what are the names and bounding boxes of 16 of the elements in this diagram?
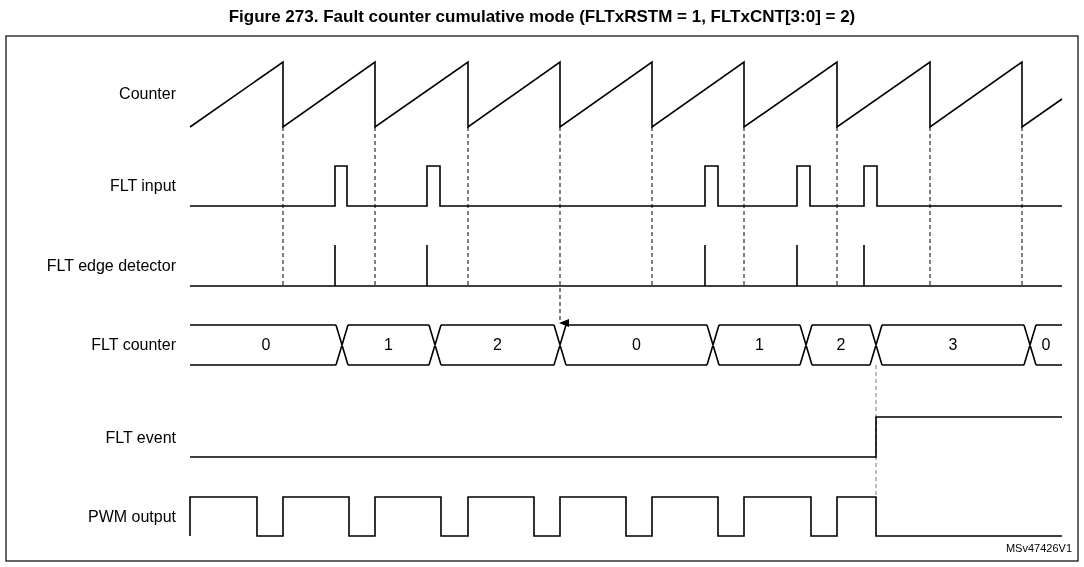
signal-name: FLT edge detector bbox=[46, 256, 176, 276]
counter-value: 2 bbox=[492, 335, 503, 355]
signal-name: FLT counter bbox=[91, 335, 176, 355]
figure-title: Figure 273. Fault counter cumulative mode (FLTxRSTM = 1, FLTxCNT[3:0] = 2) bbox=[227, 7, 857, 27]
signal-name: PWM output bbox=[87, 507, 176, 527]
counter-value: 0 bbox=[631, 335, 642, 355]
counter-value: 0 bbox=[1040, 335, 1052, 355]
signal-name: FLT input bbox=[109, 176, 176, 196]
counter-value: 2 bbox=[835, 335, 847, 355]
counter-value: 0 bbox=[260, 335, 272, 355]
counter-value: 3 bbox=[947, 335, 959, 355]
signal-name: Counter bbox=[119, 84, 176, 104]
signal-name: FLT event bbox=[105, 428, 176, 448]
counter-value: 1 bbox=[754, 335, 765, 355]
counter-value: 1 bbox=[383, 335, 394, 355]
figure-id: MSv47426V1 bbox=[1005, 541, 1072, 555]
